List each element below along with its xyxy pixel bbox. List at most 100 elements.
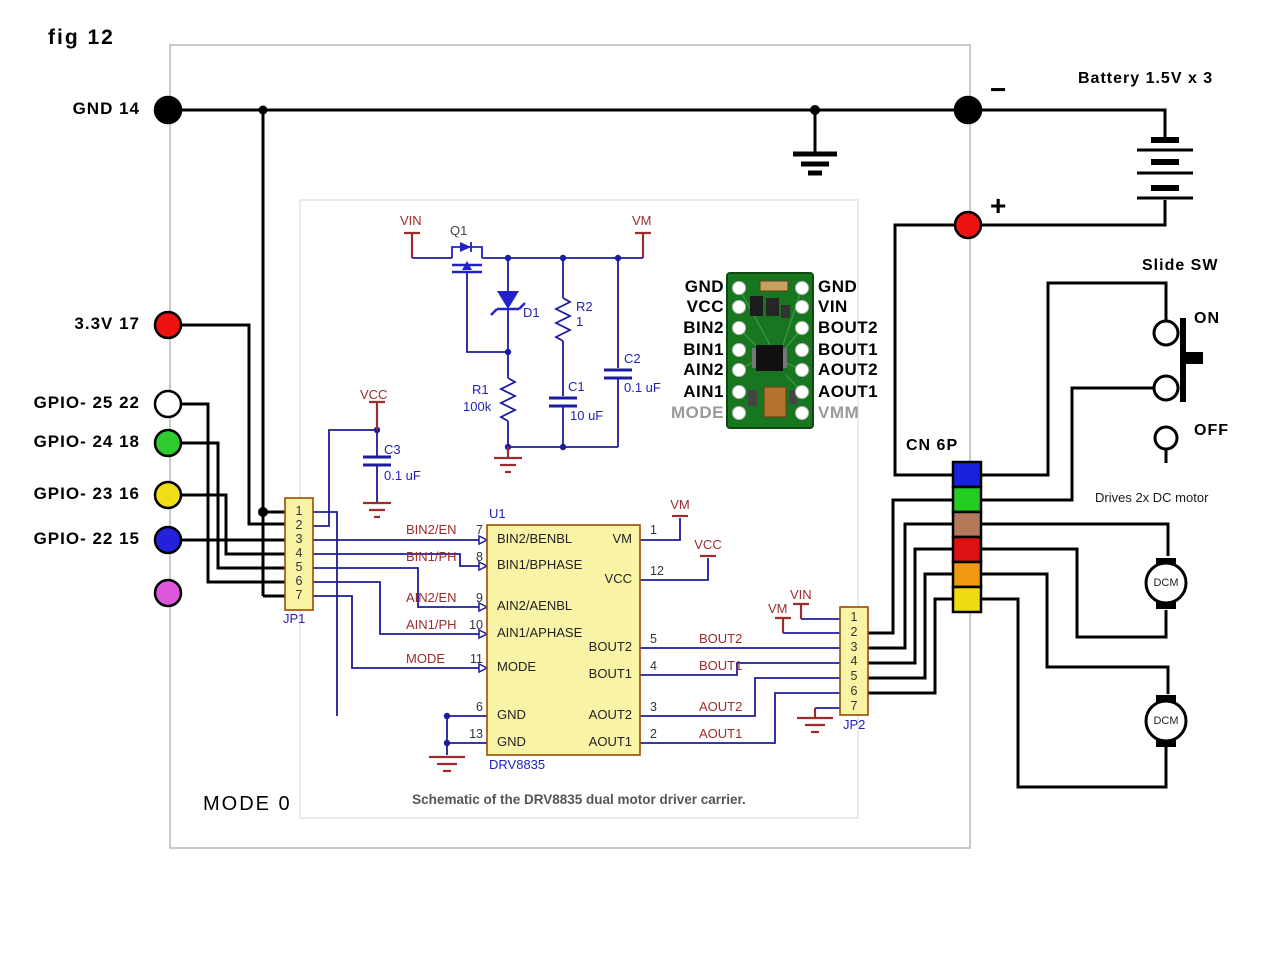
pad-3v3 — [153, 310, 183, 340]
c2-label: C2 — [624, 351, 641, 366]
net-aout1 — [640, 692, 840, 744]
slide-switch-symbol[interactable] — [1152, 318, 1203, 451]
pad-battery-minus — [953, 95, 983, 125]
net-mode-label: MODE — [406, 651, 445, 666]
cn-pin-orange — [951, 560, 983, 589]
vcc-c3-label: VCC — [360, 387, 388, 402]
mod-right-aout1: AOUT1 — [818, 382, 879, 401]
vcc-flag-c3 — [369, 400, 385, 430]
cn-pin-red — [951, 535, 983, 564]
net-aout2 — [640, 677, 840, 717]
u1-pin-mode: MODE — [497, 659, 536, 674]
wire-battery-minus — [981, 108, 1167, 137]
u1-box — [486, 524, 641, 756]
u1-num-4: 4 — [650, 659, 657, 673]
vm-flag-label: VM — [632, 213, 652, 228]
d1-label: D1 — [523, 305, 540, 320]
pad-gpio23 — [153, 480, 183, 510]
c1-value: 10 uF — [570, 408, 604, 423]
wire-jp2p2-cn — [868, 498, 953, 635]
pad-gpio22 — [153, 525, 183, 555]
net-bout1 — [640, 662, 840, 676]
r1-label: R1 — [472, 382, 489, 397]
jp1-pin7: 7 — [295, 588, 303, 602]
mode-note: MODE 0 — [203, 793, 292, 815]
mod-right-aout2: AOUT2 — [818, 360, 879, 379]
jp2-pin4: 4 — [850, 654, 858, 668]
c3-label: C3 — [384, 442, 401, 457]
net-vm-u1 — [640, 518, 681, 541]
q1-label: Q1 — [450, 223, 468, 238]
gnd-c3 — [363, 501, 391, 519]
c3-plates — [363, 455, 391, 467]
u1-num-5: 5 — [650, 632, 657, 646]
mod-left-bin2: BIN2 — [683, 318, 724, 337]
jp1-pin3: 3 — [295, 532, 303, 546]
wire-gpio23 — [181, 493, 285, 556]
u1-num-1: 1 — [650, 523, 657, 537]
cn-pin-green — [951, 485, 983, 514]
gnd-jp2 — [797, 708, 833, 734]
mod-left-ain1: AIN1 — [683, 382, 724, 401]
jp1-pin1: 1 — [295, 504, 303, 518]
pad-battery-plus — [953, 210, 983, 240]
net-aout2-label: AOUT2 — [699, 699, 743, 714]
wire-jp2p6-cn — [868, 597, 953, 695]
u1-pin-bin1: BIN1/BPHASE — [497, 557, 583, 572]
motor1-circle — [1144, 561, 1188, 605]
vcc-u1-label: VCC — [694, 537, 722, 552]
vin-flag — [404, 231, 420, 258]
u1-ref: U1 — [489, 506, 506, 521]
wire-3v3 — [181, 323, 285, 526]
mod-right-vmm: VMM — [818, 403, 860, 422]
rpi-pads — [153, 95, 983, 608]
net-ain1-label: AIN1/PH — [406, 617, 457, 632]
jp1-gnd-wire — [313, 511, 338, 716]
cn-pin-yellow — [951, 585, 983, 614]
net-bin2-label: BIN2/EN — [406, 522, 457, 537]
mod-right-vin: VIN — [818, 297, 848, 316]
u1-pin-gnd13: GND — [497, 734, 526, 749]
mod-left-bin1: BIN1 — [683, 340, 724, 359]
q1-mosfet-symbol — [451, 242, 483, 274]
jp2-vm-stub — [775, 616, 791, 633]
gnd-r1 — [494, 447, 522, 474]
u1-num-6: 6 — [476, 700, 483, 714]
net-bin1-label: BIN1/PH — [406, 549, 457, 564]
switch-contact-common — [1152, 374, 1180, 402]
net-bout1-label: BOUT1 — [699, 658, 743, 673]
u1-pin-aout1: AOUT1 — [588, 734, 632, 749]
jp2-net-vin: VIN — [790, 587, 812, 602]
sw-off-label: OFF — [1194, 422, 1229, 439]
jp1-pin2: 2 — [295, 518, 303, 532]
wire-gpio25 — [181, 402, 285, 584]
battery-label: Battery 1.5V x 3 — [1078, 70, 1214, 87]
wire-battery-plus — [981, 200, 1167, 227]
pad-gpio25 — [153, 389, 183, 419]
u1-pin-aout2: AOUT2 — [588, 707, 632, 722]
u1-num-8: 8 — [476, 550, 483, 564]
pad-gnd — [153, 95, 183, 125]
jp1-box — [284, 497, 314, 611]
wire-jp2p5-cn — [868, 572, 953, 680]
pi-label-gpio22: GPIO- 22 15 — [33, 529, 140, 548]
pad-unused — [153, 578, 183, 608]
mod-left-mode: MODE — [671, 403, 724, 422]
jp1-ref: JP1 — [283, 611, 306, 626]
wire-jp2p3-cn — [868, 522, 953, 650]
vm-flag-top — [635, 231, 651, 258]
net-bin1 — [313, 553, 479, 567]
power-flags-grounds — [363, 231, 833, 773]
net-aout1-label: AOUT1 — [699, 726, 743, 741]
wire-plus-to-cn-blue — [893, 223, 955, 477]
cn-pin-blue — [951, 460, 983, 489]
switch-contact-on — [1152, 319, 1180, 347]
net-ain2-label: AIN2/EN — [406, 590, 457, 605]
u1-pin-gnd6: GND — [497, 707, 526, 722]
u1-num-7: 7 — [476, 523, 483, 537]
u1-pin-ain1: AIN1/APHASE — [497, 625, 583, 640]
jp2-pin5: 5 — [850, 669, 858, 683]
c3-wire — [313, 429, 377, 527]
vm-u1-label: VM — [670, 497, 690, 512]
mod-left-vcc: VCC — [686, 297, 724, 316]
